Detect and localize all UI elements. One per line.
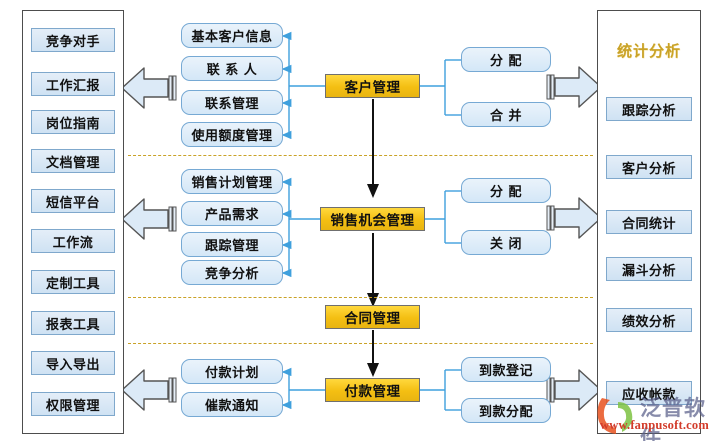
sidebar-item-competitor[interactable]: 竞争对手 [31, 28, 115, 52]
node-product-demand[interactable]: 产品需求 [181, 201, 283, 226]
analysis-item-funnel[interactable]: 漏斗分析 [606, 257, 692, 281]
node-customer-merge[interactable]: 合 并 [461, 102, 551, 127]
node-customer-contact[interactable]: 联 系 人 [181, 56, 283, 81]
node-sales-plan-mgmt[interactable]: 销售计划管理 [181, 169, 283, 194]
analysis-item-tracking[interactable]: 跟踪分析 [606, 97, 692, 121]
node-customer-assign[interactable]: 分 配 [461, 47, 551, 72]
node-core-customer-mgmt[interactable]: 客户管理 [325, 74, 420, 98]
node-customer-contact-mgmt[interactable]: 联系管理 [181, 90, 283, 115]
node-customer-basic-info[interactable]: 基本客户信息 [181, 23, 283, 48]
node-core-contract-mgmt[interactable]: 合同管理 [325, 305, 420, 329]
sidebar-item-workflow[interactable]: 工作流 [31, 229, 115, 253]
analysis-item-customer[interactable]: 客户分析 [606, 155, 692, 179]
node-receipt-allocate[interactable]: 到款分配 [461, 398, 551, 423]
node-customer-credit-limit[interactable]: 使用额度管理 [181, 122, 283, 147]
sidebar-item-custom-tools[interactable]: 定制工具 [31, 270, 115, 294]
block-arrow-left-1 [121, 67, 177, 109]
node-opportunity-assign[interactable]: 分 配 [461, 178, 551, 203]
node-receipt-register[interactable]: 到款登记 [461, 357, 551, 382]
sidebar-item-sms[interactable]: 短信平台 [31, 189, 115, 213]
sidebar-item-post-guide[interactable]: 岗位指南 [31, 110, 115, 134]
node-tracking-mgmt[interactable]: 跟踪管理 [181, 232, 283, 257]
node-competitor-analysis[interactable]: 竞争分析 [181, 260, 283, 285]
block-arrow-left-2 [121, 198, 177, 240]
node-core-opportunity-mgmt[interactable]: 销售机会管理 [320, 207, 425, 231]
sidebar-item-permissions[interactable]: 权限管理 [31, 392, 115, 416]
node-opportunity-close[interactable]: 关 闭 [461, 230, 551, 255]
sidebar-item-import-export[interactable]: 导入导出 [31, 351, 115, 375]
node-dunning-notice[interactable]: 催款通知 [181, 392, 283, 417]
analysis-item-kpi[interactable]: 绩效分析 [606, 308, 692, 332]
section-divider-1 [128, 155, 593, 156]
node-core-payment-mgmt[interactable]: 付款管理 [325, 378, 420, 402]
section-divider-2 [128, 297, 593, 298]
watermark-brand: 泛普软件 [640, 396, 706, 441]
block-arrow-left-3 [121, 369, 177, 411]
sidebar-item-work-report[interactable]: 工作汇报 [31, 72, 115, 96]
node-payment-plan[interactable]: 付款计划 [181, 359, 283, 384]
right-panel-title: 统计分析 [616, 42, 681, 60]
block-arrow-right-2 [546, 197, 602, 239]
section-divider-3 [128, 343, 593, 344]
block-arrow-right-1 [546, 66, 602, 108]
analysis-item-receivable[interactable]: 应收帐款 [606, 381, 692, 405]
sidebar-item-document[interactable]: 文档管理 [31, 149, 115, 173]
watermark-url: www.fanpusoft.com [600, 418, 709, 432]
block-arrow-right-3 [546, 369, 602, 411]
analysis-item-contract[interactable]: 合同统计 [606, 210, 692, 234]
sidebar-item-report-tools[interactable]: 报表工具 [31, 311, 115, 335]
